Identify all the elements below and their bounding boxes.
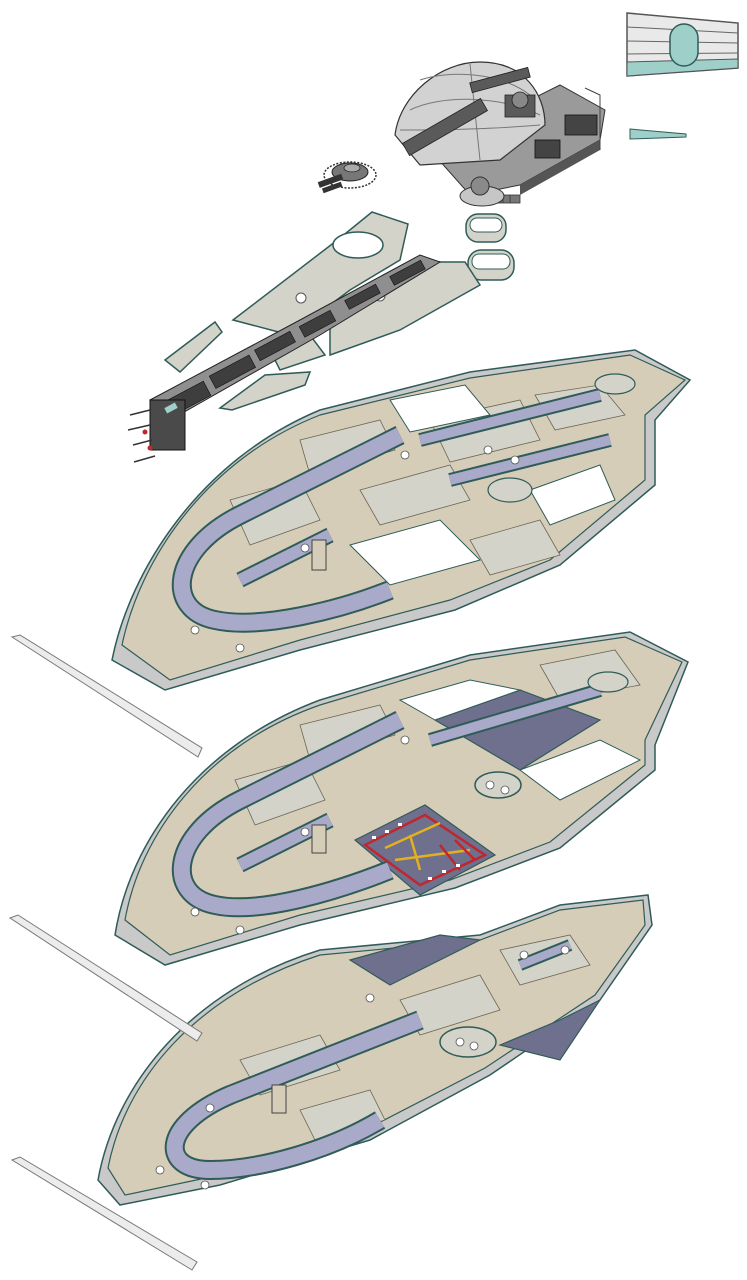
turret: [317, 161, 377, 194]
upper-deck-plating: [163, 211, 482, 411]
deck-level-1: [111, 349, 692, 691]
deck-level-3: [97, 894, 653, 1206]
weapon-spine: [127, 254, 442, 463]
dome-superstructure: [394, 61, 606, 207]
hull-section-inset: [626, 12, 739, 140]
deck-level-2: [114, 631, 689, 966]
hatch-covers: [465, 213, 515, 281]
keel-strip: [8, 634, 203, 1271]
